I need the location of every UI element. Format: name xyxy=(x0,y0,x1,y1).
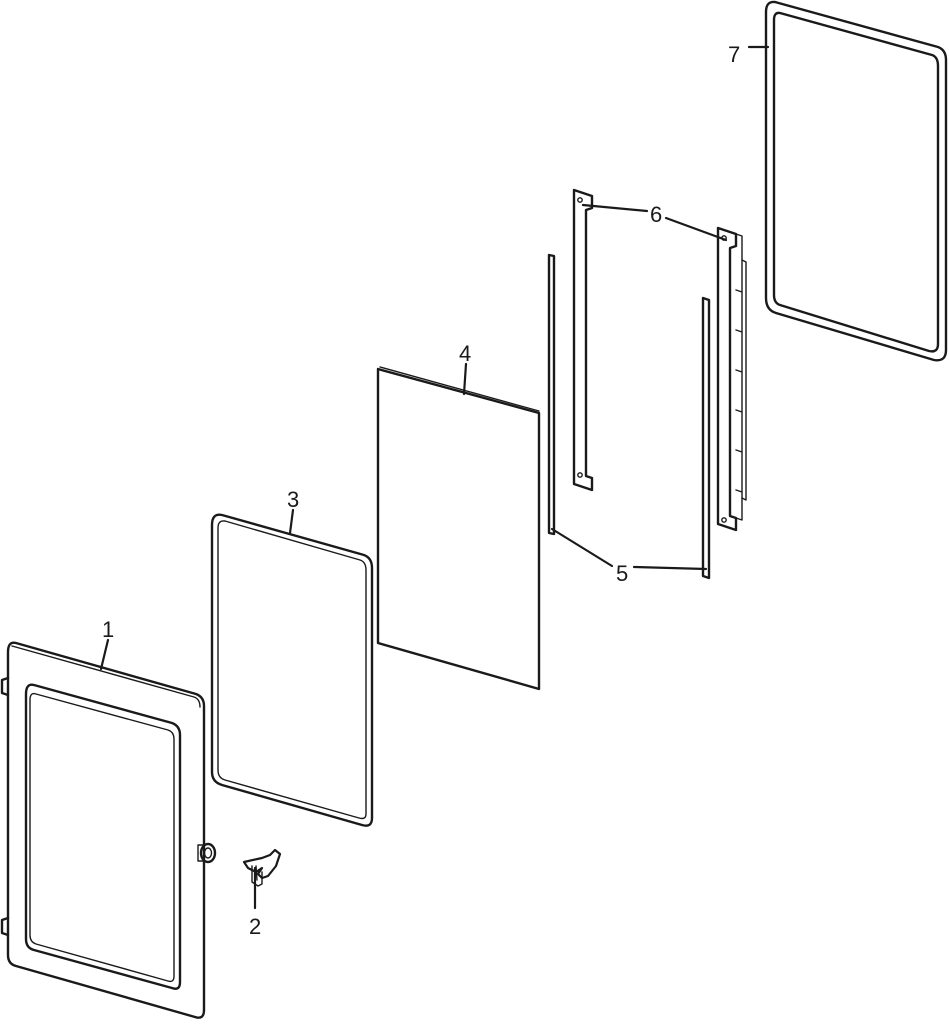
callout-3: 3 xyxy=(287,487,299,512)
part-7-frame xyxy=(764,0,948,362)
leader-5b xyxy=(632,565,708,571)
callout-7: 7 xyxy=(728,42,740,67)
callout-5: 5 xyxy=(616,561,628,586)
leader-6b xyxy=(664,216,728,242)
part-5-left-strip xyxy=(547,253,556,536)
leader-1 xyxy=(99,638,110,671)
leader-3 xyxy=(288,508,295,535)
part-6-right-bracket xyxy=(716,226,747,532)
callout-6: 6 xyxy=(650,202,662,227)
callout-2: 2 xyxy=(249,914,261,939)
part-2-latch xyxy=(242,848,282,887)
leader-4 xyxy=(462,362,468,396)
part-4-panel xyxy=(376,366,541,691)
leader-5a xyxy=(550,527,614,568)
leader-6a xyxy=(581,203,649,213)
callout-1: 1 xyxy=(102,617,114,642)
part-6-left-bracket xyxy=(572,188,594,492)
part-1-door-frame xyxy=(0,641,217,1019)
part-3-gasket xyxy=(210,513,374,827)
callout-4: 4 xyxy=(459,341,471,366)
callout-labels: 1 2 3 4 5 6 7 xyxy=(102,42,740,939)
part-5-right-strip xyxy=(701,296,711,580)
leader-lines xyxy=(99,45,770,910)
